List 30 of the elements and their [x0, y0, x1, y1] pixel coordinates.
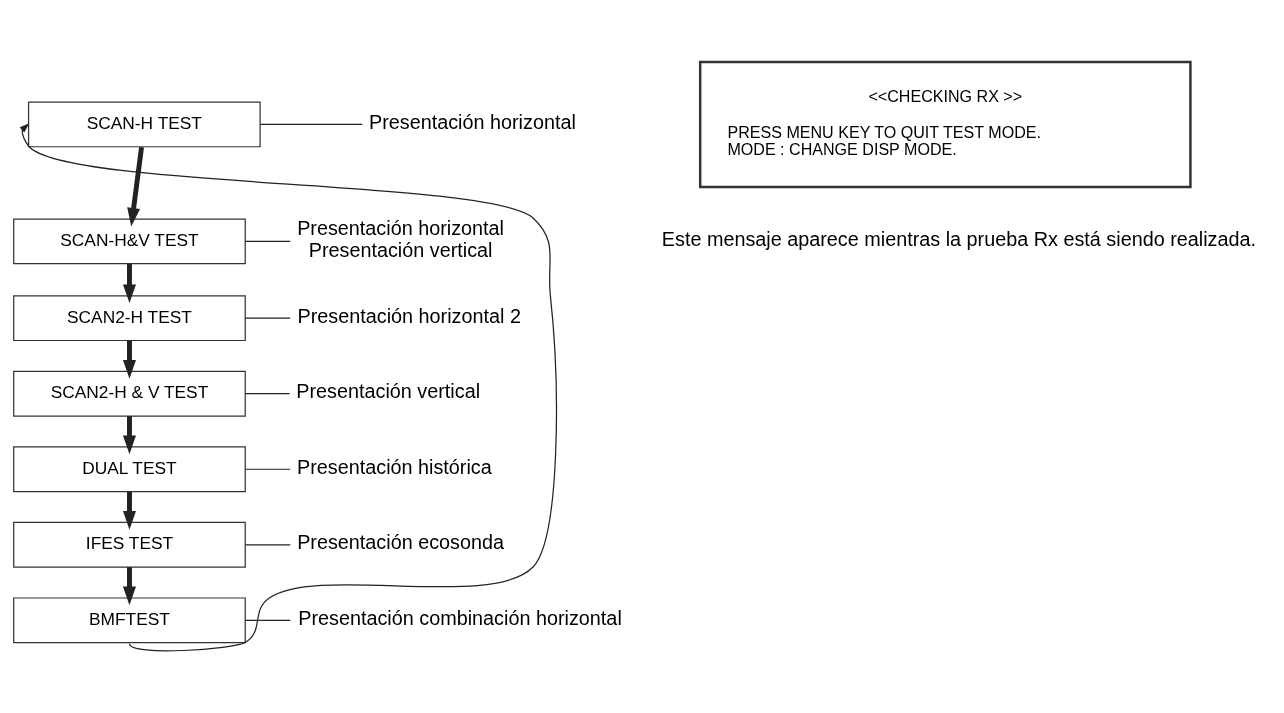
connector [244, 619, 291, 621]
node-label: Este mensaje aparece mientras la prueba Rx está siendo realizada. [661, 228, 1257, 251]
arrow [127, 146, 144, 227]
arrow [122, 567, 136, 606]
node-box: DUAL TEST [13, 446, 246, 493]
connector [244, 468, 291, 470]
node-box: SCAN-H TEST [27, 101, 261, 148]
node-box: IFES TEST [13, 521, 246, 568]
node-text: Presentación horizontal Presentación vertical [297, 217, 505, 262]
connector [259, 123, 363, 126]
arrow [122, 416, 136, 455]
node-text: Presentación ecosonda [297, 531, 505, 554]
arrow [122, 340, 136, 379]
node-box: SCAN2-H & V TEST [13, 370, 246, 417]
connector [244, 240, 291, 243]
node-box: SCAN-H&V TEST [13, 218, 246, 265]
connector [244, 317, 291, 319]
node-box: <<CHECKING RX >> PRESS MENU KEY TO QUIT TEST MODE. MODE : CHANGE DISP MODE. [698, 60, 1192, 189]
node-box: SCAN2-H TEST [13, 295, 246, 342]
connector [244, 544, 291, 546]
arrow [19, 123, 557, 652]
connector [245, 393, 291, 395]
arrow [122, 263, 136, 304]
node-text: Presentación combinación horizontal [298, 606, 622, 629]
node-text: Presentación histórica [297, 455, 492, 478]
node-text: Presentación vertical [296, 380, 481, 403]
arrow [122, 491, 136, 530]
node-text: Presentación horizontal 2 [297, 304, 521, 327]
node-box: BMFTEST [13, 597, 246, 644]
node-text: Presentación horizontal [368, 111, 576, 134]
